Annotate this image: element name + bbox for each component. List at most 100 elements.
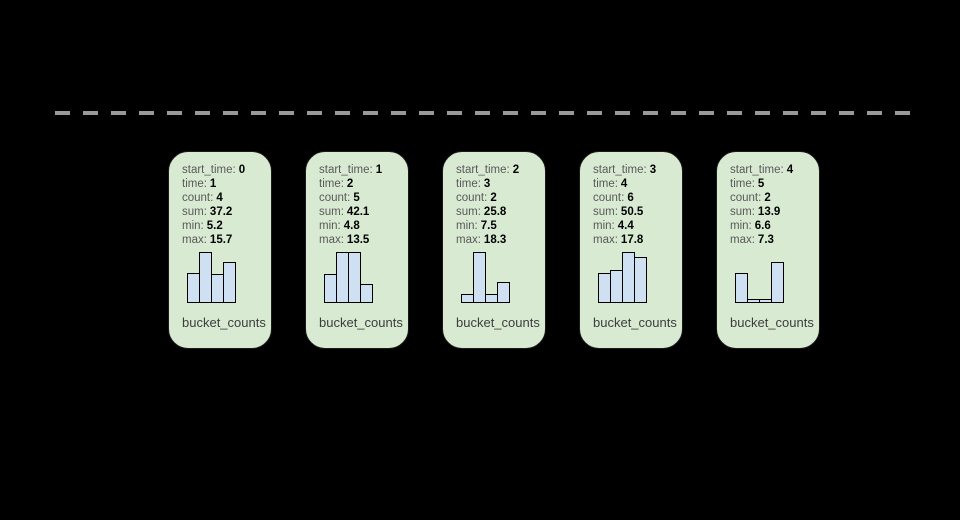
stat-value: 3 — [649, 164, 657, 176]
stat-label: time: — [730, 178, 755, 190]
bucket-counts-label: bucket_counts — [182, 315, 266, 330]
stat-value: 15.7 — [209, 234, 233, 246]
bucket-counts-label: bucket_counts — [593, 315, 677, 330]
stat-line-time: time:3 — [456, 177, 539, 191]
stat-value: 4 — [216, 192, 223, 204]
histogram-bar — [473, 252, 486, 303]
stat-value: 4.4 — [617, 220, 634, 232]
stat-label: max: — [730, 234, 755, 246]
stat-label: min: — [319, 220, 341, 232]
stat-value: 5.2 — [206, 220, 223, 232]
stat-label: start_time: — [182, 164, 236, 176]
histogram-bar — [735, 273, 748, 303]
stat-value: 2 — [346, 178, 354, 190]
stat-line-time: time:1 — [182, 177, 265, 191]
stat-value: 7.5 — [480, 220, 497, 232]
stat-label: sum: — [730, 206, 755, 218]
bucket-histogram — [461, 251, 510, 303]
stat-label: min: — [456, 220, 478, 232]
stat-line-time: time:5 — [730, 177, 813, 191]
stat-label: count: — [182, 192, 214, 204]
stat-line-min: min:4.4 — [593, 219, 676, 233]
stat-label: count: — [456, 192, 488, 204]
bucket-histogram — [735, 251, 784, 303]
stat-label: time: — [319, 178, 344, 190]
stat-value: 6 — [627, 192, 634, 204]
stat-label: start_time: — [730, 164, 784, 176]
stat-value: 13.9 — [757, 206, 781, 218]
bucket-histogram — [187, 251, 236, 303]
stat-value: 5 — [353, 192, 360, 204]
stat-line-count: count:6 — [593, 191, 676, 205]
stat-label: max: — [319, 234, 344, 246]
stat-line-min: min:4.8 — [319, 219, 402, 233]
stat-line-max: max:17.8 — [593, 233, 676, 247]
stat-line-start_time: start_time:0 — [182, 163, 265, 177]
stat-value: 4 — [786, 164, 794, 176]
stat-value: 7.3 — [757, 234, 774, 246]
stat-value: 18.3 — [483, 234, 507, 246]
bucket-histogram — [324, 251, 373, 303]
histogram-bar — [223, 262, 236, 303]
stat-line-start_time: start_time:3 — [593, 163, 676, 177]
stat-value: 2 — [490, 192, 497, 204]
bucket-counts-label: bucket_counts — [456, 315, 540, 330]
stat-value: 4 — [620, 178, 628, 190]
bucket-histogram — [598, 251, 647, 303]
stat-line-count: count:2 — [730, 191, 813, 205]
stat-label: sum: — [593, 206, 618, 218]
stat-label: time: — [182, 178, 207, 190]
stat-value: 2 — [512, 164, 520, 176]
stat-value: 17.8 — [620, 234, 644, 246]
stat-label: max: — [182, 234, 207, 246]
stat-label: sum: — [182, 206, 207, 218]
stat-label: min: — [730, 220, 752, 232]
stat-value: 0 — [238, 164, 246, 176]
stat-line-count: count:2 — [456, 191, 539, 205]
stat-line-start_time: start_time:4 — [730, 163, 813, 177]
stat-value: 5 — [757, 178, 765, 190]
stat-line-sum: sum:42.1 — [319, 205, 402, 219]
stat-value: 2 — [764, 192, 771, 204]
stat-line-sum: sum:37.2 — [182, 205, 265, 219]
stat-line-min: min:5.2 — [182, 219, 265, 233]
stat-line-time: time:2 — [319, 177, 402, 191]
stat-value: 13.5 — [346, 234, 370, 246]
stat-label: sum: — [456, 206, 481, 218]
stat-label: count: — [593, 192, 625, 204]
stat-label: count: — [730, 192, 762, 204]
stat-line-max: max:15.7 — [182, 233, 265, 247]
stat-label: max: — [456, 234, 481, 246]
stat-line-sum: sum:50.5 — [593, 205, 676, 219]
stat-value: 4.8 — [343, 220, 360, 232]
stat-line-start_time: start_time:2 — [456, 163, 539, 177]
stat-line-sum: sum:13.9 — [730, 205, 813, 219]
stat-line-count: count:4 — [182, 191, 265, 205]
bucket-counts-label: bucket_counts — [319, 315, 403, 330]
stat-value: 1 — [375, 164, 383, 176]
stat-line-max: max:13.5 — [319, 233, 402, 247]
stat-label: start_time: — [319, 164, 373, 176]
histogram-bar — [497, 282, 510, 303]
stat-line-max: max:18.3 — [456, 233, 539, 247]
stat-value: 1 — [209, 178, 217, 190]
dashed-timeline-divider — [55, 111, 912, 115]
stat-line-count: count:5 — [319, 191, 402, 205]
stat-label: time: — [593, 178, 618, 190]
stat-label: start_time: — [456, 164, 510, 176]
stat-label: start_time: — [593, 164, 647, 176]
stat-line-max: max:7.3 — [730, 233, 813, 247]
stat-value: 42.1 — [346, 206, 370, 218]
stat-label: max: — [593, 234, 618, 246]
stat-label: sum: — [319, 206, 344, 218]
stat-value: 3 — [483, 178, 491, 190]
